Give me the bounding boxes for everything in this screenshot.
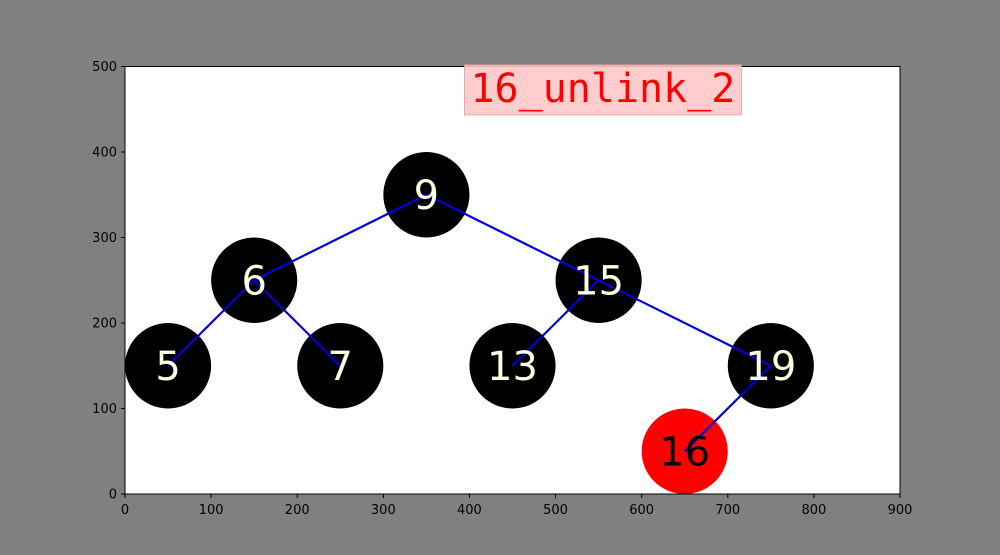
x-tick-label: 200 bbox=[285, 503, 310, 518]
node-label-13: 13 bbox=[487, 344, 538, 390]
node-label-15: 15 bbox=[573, 258, 624, 304]
node-label-19: 19 bbox=[745, 344, 796, 390]
y-tick-label: 500 bbox=[92, 60, 117, 75]
x-tick-label: 100 bbox=[199, 503, 224, 518]
edge-15-13 bbox=[511, 279, 600, 367]
edge-15-19 bbox=[598, 279, 772, 367]
node-labels: 9 6 15 5 7 13 19 16 bbox=[155, 173, 796, 476]
x-tick-label: 400 bbox=[457, 503, 482, 518]
y-tick-label: 400 bbox=[92, 146, 117, 161]
edge-6-7 bbox=[253, 279, 342, 367]
edge-9-15 bbox=[425, 193, 600, 282]
title-text: 16_unlink_2 bbox=[470, 66, 735, 112]
node-label-7: 7 bbox=[328, 344, 353, 390]
x-tick-label: 300 bbox=[371, 503, 396, 518]
y-tick-label: 200 bbox=[92, 317, 117, 332]
y-tick-label: 0 bbox=[109, 488, 117, 503]
node-label-9: 9 bbox=[414, 173, 439, 219]
edge-19-16 bbox=[683, 364, 772, 453]
x-tick-label: 700 bbox=[715, 503, 740, 518]
x-tick-label: 600 bbox=[629, 503, 654, 518]
tree-nodes: 9 6 15 5 7 13 19 16 bbox=[125, 152, 814, 494]
node-label-6: 6 bbox=[241, 258, 266, 304]
y-tick-label: 100 bbox=[92, 402, 117, 417]
x-tick-label: 900 bbox=[888, 503, 913, 518]
diagram-title: 16_unlink_2 bbox=[463, 64, 742, 116]
edge-6-5 bbox=[167, 279, 255, 367]
edge-lines bbox=[167, 193, 772, 453]
x-tick-label: 800 bbox=[801, 503, 826, 518]
node-label-5: 5 bbox=[155, 344, 180, 390]
axis-ticks: 0 100 200 300 400 500 600 700 800 900 0 100 200 300 40… bbox=[92, 60, 912, 518]
x-tick-label: 500 bbox=[543, 503, 568, 518]
y-tick-label: 300 bbox=[92, 231, 117, 246]
edge-9-6 bbox=[253, 193, 427, 282]
title-box bbox=[463, 64, 742, 116]
node-label-16: 16 bbox=[659, 429, 710, 475]
x-tick-label: 0 bbox=[121, 503, 129, 518]
